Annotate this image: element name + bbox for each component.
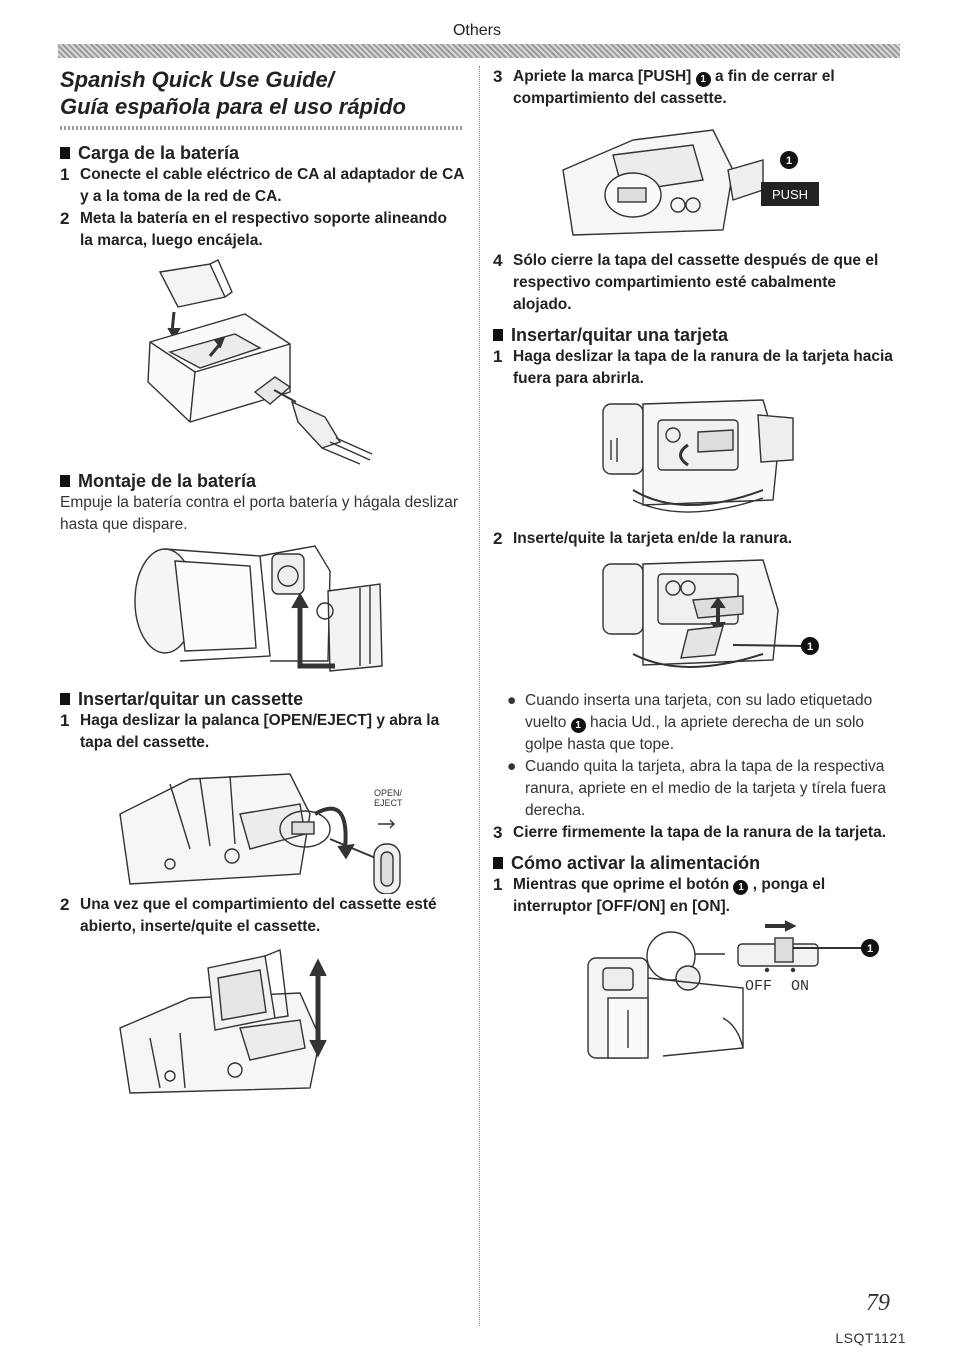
bullet-dot-icon: ●	[507, 692, 517, 709]
bullet-dot-icon: ●	[507, 758, 517, 775]
tarjeta-step-2: 2 Inserte/quite la tarjeta en/de la ranu…	[493, 529, 793, 548]
header-pattern-bar	[58, 44, 900, 58]
section-cassette: Insertar/quitar un cassette	[60, 688, 464, 710]
cassette-step-1: 1 Haga deslizar la palanca [OPEN/EJECT] …	[60, 711, 440, 751]
left-column: Spanish Quick Use Guide/ Guía española p…	[60, 66, 464, 1098]
guide-title-line1: Spanish Quick Use Guide/	[60, 67, 334, 92]
section-marker-icon	[493, 329, 503, 341]
svg-text:1: 1	[807, 641, 813, 653]
section-montaje: Montaje de la batería	[60, 470, 464, 492]
callout-1-icon: 1	[733, 880, 749, 895]
section-alimentacion: Cómo activar la alimentación	[493, 852, 893, 874]
carga-step-1: 1 Conecte el cable eléctrico de CA al ad…	[60, 165, 464, 205]
section-alimentacion-heading: Cómo activar la alimentación	[511, 853, 761, 873]
section-montaje-heading: Montaje de la batería	[78, 471, 257, 491]
cassette-push-illustration: PUSH 1	[562, 129, 819, 236]
tarjeta-step-1: 1 Haga deslizar la tapa de la ranura de …	[493, 347, 893, 387]
section-marker-icon	[60, 693, 70, 705]
page-number: 79	[866, 1290, 890, 1316]
battery-mount-illustration	[134, 545, 383, 672]
section-tarjeta: Insertar/quitar una tarjeta	[493, 324, 893, 346]
guide-title: Spanish Quick Use Guide/ Guía española p…	[60, 66, 464, 120]
carga-step-2: 2 Meta la batería en el respectivo sopor…	[60, 209, 447, 249]
montaje-body: Empuje la batería contra el porta baterí…	[60, 494, 459, 533]
section-tarjeta-heading: Insertar/quitar una tarjeta	[511, 325, 729, 345]
svg-text:1: 1	[786, 155, 792, 167]
cassette-insert-illustration	[119, 949, 327, 1094]
guide-title-line2: Guía española para el uso rápido	[60, 94, 406, 119]
cassette-step-3: 3 Apriete la marca [PUSH] 1 a fin de cer…	[493, 67, 835, 107]
tarjeta-bullet-1: ● Cuando inserta una tarjeta, con su lad…	[493, 690, 893, 756]
section-cassette-heading: Insertar/quitar un cassette	[78, 689, 304, 709]
section-carga: Carga de la batería	[60, 142, 464, 164]
push-label-bg	[761, 182, 819, 206]
eject-label-2: EJECT	[374, 798, 403, 808]
title-rule	[60, 126, 464, 130]
column-divider	[479, 66, 480, 1326]
section-marker-icon	[60, 147, 70, 159]
cassette-step-4: 4 Sólo cierre la tapa del cassette despu…	[493, 251, 879, 313]
card-insert-illustration: 1	[602, 559, 819, 668]
section-marker-icon	[493, 857, 503, 869]
tarjeta-step-3: 3 Cierre firmemente la tapa de la ranura…	[493, 823, 887, 842]
power-switch-illustration: OFF ON 1	[587, 920, 879, 1059]
push-label: PUSH	[772, 187, 808, 202]
card-cover-open-illustration	[602, 399, 794, 513]
cassette-step-2: 2 Una vez que el compartimiento del cass…	[60, 895, 437, 935]
callout-1-icon	[861, 939, 879, 957]
svg-text:1: 1	[867, 943, 873, 955]
section-header: Others	[452, 22, 501, 39]
battery-charger-illustration	[147, 259, 373, 465]
on-label: ON	[791, 978, 809, 995]
alimentacion-step-1: 1 Mientras que oprime el botón 1 , ponga…	[493, 875, 826, 915]
callout-1-icon: 1	[570, 718, 586, 733]
eject-label-1: OPEN/	[374, 788, 403, 798]
tarjeta-bullet-2: ● Cuando quita la tarjeta, abra la tapa …	[493, 756, 893, 822]
callout-1-icon	[801, 637, 819, 655]
cassette-eject-illustration: OPEN/ EJECT	[119, 773, 403, 894]
section-marker-icon	[60, 475, 70, 487]
section-carga-heading: Carga de la batería	[78, 143, 240, 163]
callout-1-icon	[780, 151, 798, 169]
callout-1-icon: 1	[695, 72, 711, 87]
document-code: LSQT1121	[835, 1330, 906, 1346]
right-column: 3 Apriete la marca [PUSH] 1 a fin de cer…	[493, 66, 893, 1068]
off-label: OFF	[745, 978, 772, 995]
